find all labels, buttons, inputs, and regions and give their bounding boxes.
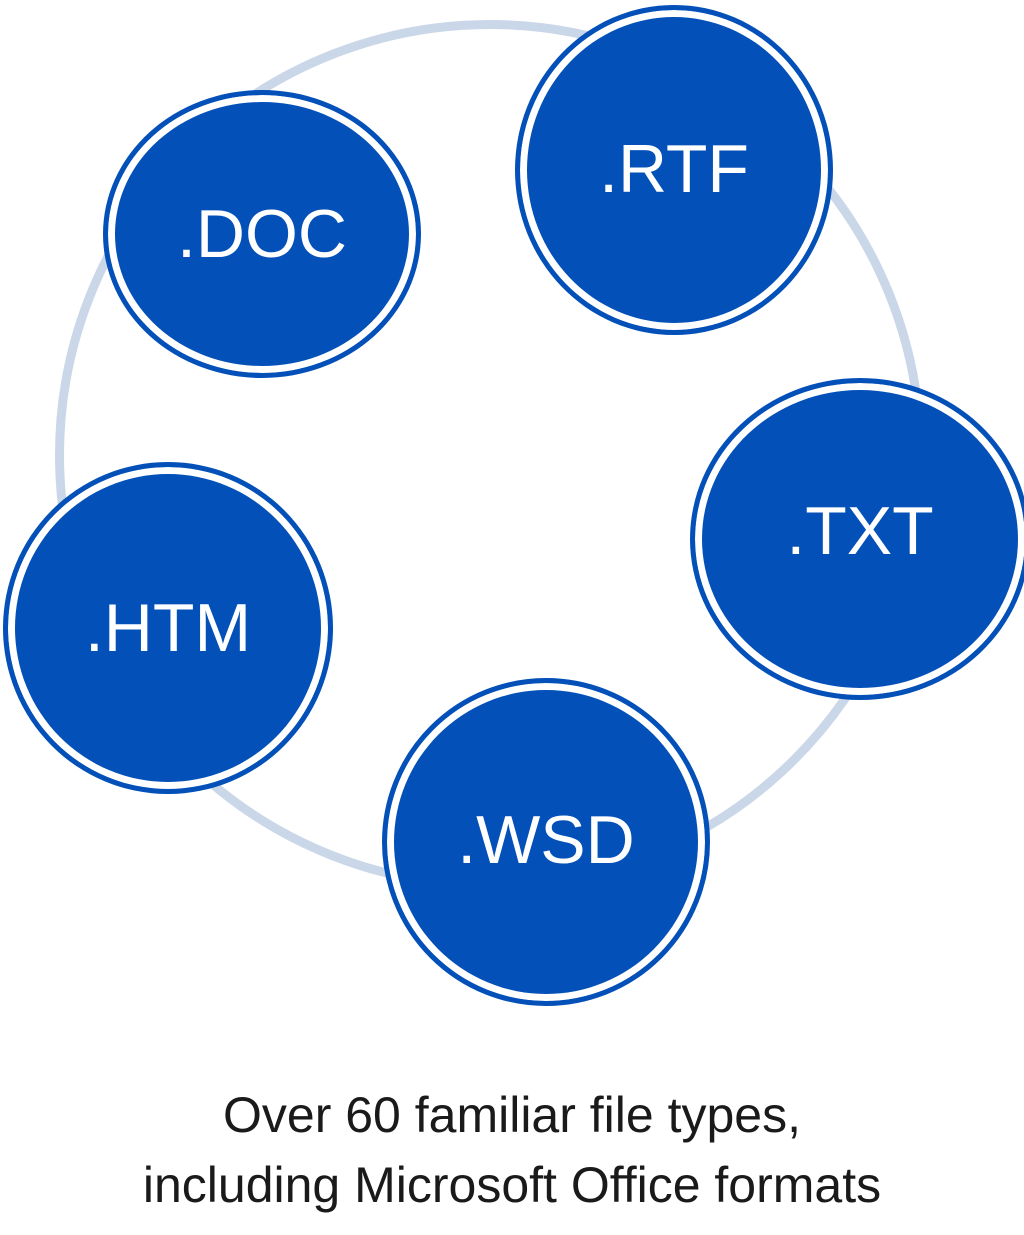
caption: Over 60 familiar file types, including M… [0, 1080, 1024, 1220]
format-label-doc: .DOC [177, 196, 347, 272]
caption-line-2: including Microsoft Office formats [142, 1157, 882, 1213]
format-label-rtf: .RTF [599, 131, 749, 207]
format-badge-doc: .DOC [103, 90, 421, 378]
format-badge-txt: .TXT [690, 378, 1024, 700]
format-label-htm: .HTM [84, 590, 252, 666]
format-label-txt: .TXT [786, 493, 934, 569]
format-badge-wsd: .WSD [382, 678, 710, 1006]
caption-line-1: Over 60 familiar file types, [223, 1087, 801, 1143]
format-badge-htm: .HTM [3, 462, 333, 794]
format-label-wsd: .WSD [457, 802, 635, 878]
format-badge-rtf: .RTF [515, 5, 833, 335]
